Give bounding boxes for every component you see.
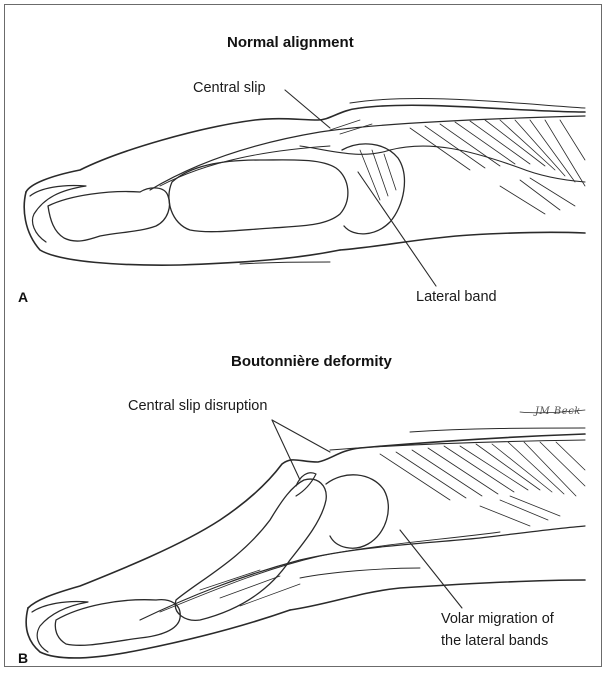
finger-a-volar-crease	[240, 262, 330, 264]
finger-b-distal-phalanx	[55, 600, 180, 646]
leader-central-slip	[285, 90, 330, 128]
finger-b-middle-phalanx	[175, 479, 326, 620]
finger-boutonniere-drawing	[26, 410, 585, 658]
finger-a-proximal-head	[342, 144, 404, 234]
leader-volar-migration	[400, 530, 462, 608]
leader-lateral-band	[358, 172, 436, 286]
leader-central-slip-disruption-2	[272, 420, 330, 452]
finger-b-proximal-head	[326, 475, 388, 548]
finger-a-volar-outline	[340, 232, 585, 250]
finger-a-tip-outline	[24, 192, 340, 265]
finger-b-central-slip-stub	[296, 473, 316, 496]
finger-b-lateral-bands	[140, 526, 585, 620]
finger-normal-drawing	[24, 90, 585, 286]
finger-a-distal-phalanx	[48, 188, 170, 241]
finger-a-hatching	[330, 120, 585, 214]
finger-b-volar-outline	[290, 580, 585, 610]
signature-flourish	[520, 410, 585, 413]
finger-b-dorsal-outline-2	[410, 428, 585, 432]
